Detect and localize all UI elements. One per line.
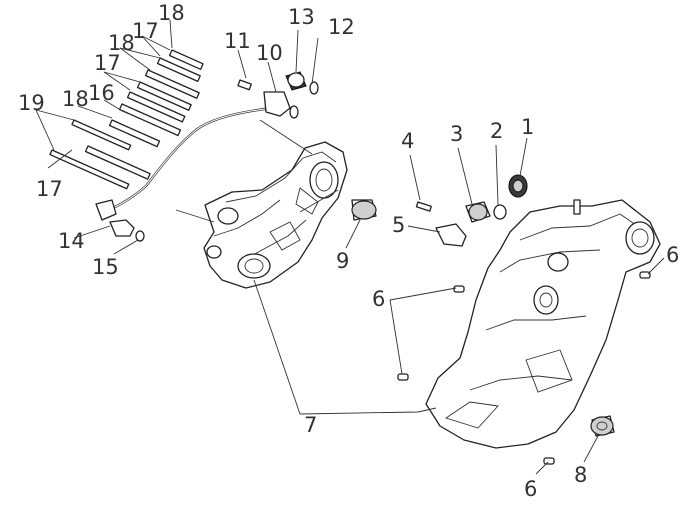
front-small-parts	[415, 174, 528, 247]
bearing-9	[351, 199, 377, 221]
callout-1: 1	[521, 115, 534, 139]
callout-17-mid: 17	[94, 51, 121, 75]
callout-18-low: 18	[62, 87, 89, 111]
leader-lines	[35, 19, 665, 475]
callout-9: 9	[336, 249, 349, 273]
callout-3: 3	[450, 122, 463, 146]
callout-10: 10	[256, 41, 283, 65]
callout-17-low: 17	[36, 177, 63, 201]
callout-7: 7	[304, 413, 317, 437]
callout-14: 14	[58, 229, 85, 253]
bearing-8	[590, 415, 615, 437]
dowel-pins	[397, 271, 651, 465]
callout-17-top: 17	[132, 19, 159, 43]
callout-15: 15	[92, 255, 119, 279]
callout-2: 2	[490, 119, 503, 143]
callout-19: 19	[18, 91, 45, 115]
callout-6-bottom: 6	[524, 477, 537, 501]
callout-12: 12	[328, 15, 355, 39]
callout-6-right: 6	[666, 243, 679, 267]
callout-5: 5	[392, 213, 405, 237]
callout-16: 16	[88, 81, 115, 105]
drain-fitting	[109, 219, 145, 242]
right-crankcase-half	[425, 199, 661, 449]
callout-18-mid: 18	[108, 31, 135, 55]
callout-18-top: 18	[158, 1, 185, 25]
left-crankcase-half	[203, 141, 348, 289]
breather-tube-assembly	[95, 79, 299, 221]
callout-6-left: 6	[372, 287, 385, 311]
oil-plug-and-washer	[285, 71, 319, 95]
callout-8: 8	[574, 463, 587, 487]
callout-11: 11	[224, 29, 251, 53]
callout-labels: 1 2 3 4 5 6 6 6 7 8 9 10 11 12 13 14 15 …	[18, 1, 679, 501]
crankcase-bolts	[49, 49, 204, 190]
callout-4: 4	[401, 129, 414, 153]
callout-13: 13	[288, 5, 315, 29]
